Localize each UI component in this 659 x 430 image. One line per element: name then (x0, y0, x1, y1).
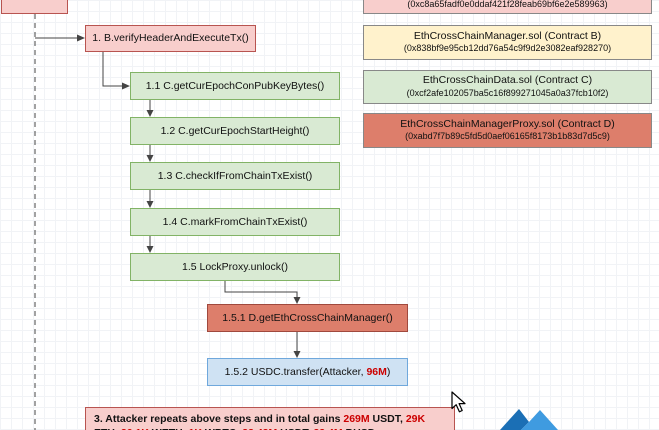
contract-address: (0xc8a65fadf0e0ddaf421f28feab69bf6e2e589… (407, 0, 608, 10)
node-usdc-transfer: 1.5.2 USDC.transfer(Attacker, 96M) (207, 358, 408, 386)
note-text: ETH, (94, 427, 121, 430)
contract-address: (0xabd7f7b89c5fd5d0aef06165f8173b1b83d7d… (405, 131, 610, 142)
transfer-suffix: ) (386, 365, 391, 378)
watermark-logo (500, 409, 558, 430)
attack-summary-note: 3. Attacker repeats above steps and in t… (85, 407, 455, 430)
node-attacker-partial (1, 0, 68, 14)
legend-contract-d: EthCrossChainManagerProxy.sol (Contract … (363, 113, 652, 148)
contract-title: EthCrossChainManagerProxy.sol (Contract … (400, 117, 615, 130)
note-amount: 33.43M (242, 427, 277, 430)
node-label: 1.3 C.checkIfFromChainTxExist() (157, 169, 313, 182)
node-label: 1. B.verifyHeaderAndExecuteTx() (92, 32, 249, 45)
node-label: 1.4 C.markFromChainTxExist() (162, 215, 308, 228)
note-amount: 269M (343, 413, 370, 425)
node-get-eth-cross-chain-manager: 1.5.1 D.getEthCrossChainManager() (207, 304, 408, 332)
note-amount: 1K (189, 427, 202, 430)
note-amount: 33.4M (313, 427, 342, 430)
note-text: WETH, (149, 427, 189, 430)
node-get-cur-epoch-pubkey-bytes: 1.1 C.getCurEpochConPubKeyBytes() (130, 72, 340, 100)
contract-title: EthCrossChainData.sol (Contract C) (422, 74, 593, 87)
connector-step1-5-to-1-5-1 (224, 281, 298, 297)
mouse-cursor-icon (451, 391, 466, 413)
note-amount: 26.1K (121, 427, 149, 430)
note-text: BUSD (343, 427, 376, 430)
transfer-prefix: 1.5.2 USDC.transfer(Attacker, (224, 365, 367, 378)
transfer-amount: 96M (366, 365, 387, 378)
note-text: 3. Attacker repeats above steps and in t… (94, 413, 344, 425)
node-get-cur-epoch-start-height: 1.2 C.getCurEpochStartHeight() (130, 117, 340, 145)
contract-address: (0xcf2afe102057ba5c16f899271045a0a37fcb1… (406, 87, 609, 98)
node-label: 1.1 C.getCurEpochConPubKeyBytes() (145, 79, 325, 92)
legend-contract-b: EthCrossChainManager.sol (Contract B) (0… (363, 25, 652, 60)
node-label: 1.5 LockProxy.unlock() (181, 260, 288, 273)
node-lockproxy-unlock: 1.5 LockProxy.unlock() (130, 253, 340, 281)
contract-title: EthCrossChainManager.sol (Contract B) (413, 29, 602, 42)
connector-step1-to-step1-1 (102, 52, 123, 87)
node-label: 1.2 C.getCurEpochStartHeight() (160, 124, 310, 137)
legend-attacker-contract: (0xc8a65fadf0e0ddaf421f28feab69bf6e2e589… (363, 0, 652, 14)
legend-contract-c: EthCrossChainData.sol (Contract C) (0xcf… (363, 70, 652, 104)
note-text: WBTC, (202, 427, 242, 430)
note-text: USDT, (369, 413, 406, 425)
node-mark-from-chain-tx-exist: 1.4 C.markFromChainTxExist() (130, 208, 340, 236)
note-amount: 29K (405, 413, 426, 425)
node-verify-header-execute-tx: 1. B.verifyHeaderAndExecuteTx() (85, 25, 256, 52)
node-label: 1.5.1 D.getEthCrossChainManager() (222, 311, 393, 324)
node-label: 1.5.2 USDC.transfer(Attacker, 96M) (225, 366, 391, 379)
arrowheads (77, 34, 301, 358)
node-check-if-from-chain-tx-exist: 1.3 C.checkIfFromChainTxExist() (130, 162, 340, 190)
note-text: USDT, (277, 427, 313, 430)
contract-address: (0x838bf9e95cb12dd76a54c9f9d2e3082eaf928… (403, 43, 612, 54)
